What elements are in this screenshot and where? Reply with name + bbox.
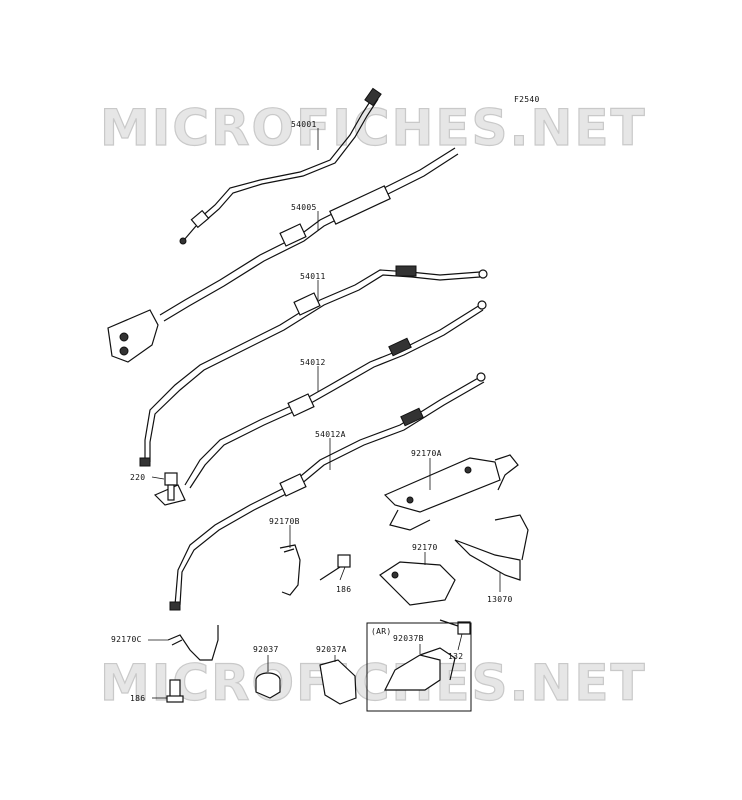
bracket-92170 [379, 561, 456, 606]
callout-AR: (AR) [371, 627, 391, 636]
clamp-92170B [279, 544, 301, 596]
callout-92037A: 92037A [316, 645, 347, 654]
watermark-bottom: MICROFICHES.NET [100, 654, 647, 712]
callout-92037: 92037 [253, 645, 279, 654]
callout-54012: 54012 [300, 358, 326, 367]
callout-92170C: 92170C [111, 635, 142, 644]
callout-92037B: 92037B [393, 634, 424, 643]
callout-54012A: 54012A [315, 430, 346, 439]
callout-labels: 54001 54005 54011 54012 54012A 92170A 22… [111, 120, 513, 703]
bolt-186-lower [166, 679, 184, 703]
figure-code: F2540 [514, 95, 540, 104]
bracket-92170C [167, 625, 219, 661]
clamp-92037A [319, 659, 357, 705]
callout-54011: 54011 [300, 272, 326, 281]
callout-186-lower: 186 [130, 694, 145, 703]
cable-54011 [139, 265, 488, 467]
callout-54005: 54005 [291, 203, 317, 212]
callout-186-upper: 186 [336, 585, 351, 594]
callout-13070: 13070 [487, 595, 513, 604]
callout-92170A: 92170A [411, 449, 442, 458]
callout-132: 132 [448, 652, 463, 661]
bolt-186-upper [319, 554, 351, 581]
bracket-92170A [383, 454, 519, 531]
callout-220: 220 [130, 473, 145, 482]
ar-box [366, 622, 472, 712]
cable-54001 [179, 87, 382, 245]
leader-lines [148, 128, 501, 699]
watermark-top: MICROFICHES.NET [100, 99, 647, 157]
clamp-92037 [255, 672, 281, 699]
cable-54005 [107, 147, 459, 363]
bolt-220 [164, 472, 178, 501]
cable-54012A [169, 372, 486, 611]
bolt-132 [439, 619, 471, 635]
cable-54012 [153, 300, 487, 506]
bracket-13070 [454, 514, 529, 581]
callout-92170B: 92170B [269, 517, 300, 526]
callout-54001: 54001 [291, 120, 317, 129]
callout-92170: 92170 [412, 543, 438, 552]
